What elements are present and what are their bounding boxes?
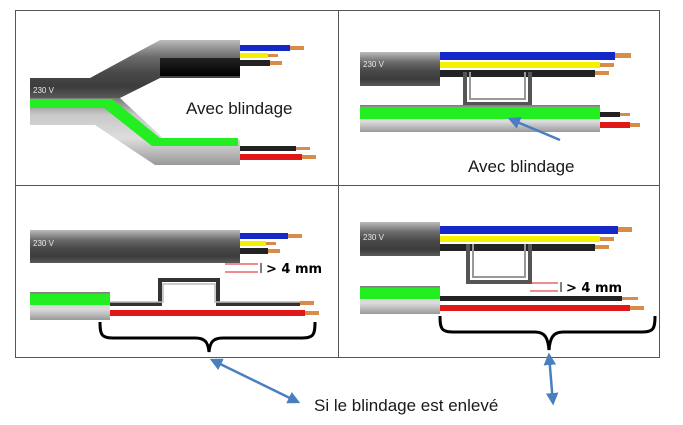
- gap-label: > 4 mm: [566, 281, 622, 296]
- gap-label: > 4 mm: [266, 262, 322, 277]
- voltage-label: 230 V: [363, 233, 385, 242]
- with-shield-label: Avec blindage: [468, 157, 575, 176]
- panel-grid: [15, 10, 660, 358]
- voltage-label: 230 V: [33, 239, 55, 248]
- voltage-label: 230 V: [33, 86, 55, 95]
- voltage-label: 230 V: [363, 60, 385, 69]
- panel-top-left: 230 V Avec blindage: [30, 40, 316, 165]
- shield-removed-callout: Si le blindage est enlevé: [209, 352, 559, 415]
- with-shield-label: Avec blindage: [186, 99, 293, 118]
- shield-removed-label: Si le blindage est enlevé: [314, 396, 498, 415]
- panel-bottom-right: > 4 mm 230 V: [360, 222, 657, 351]
- panel-bottom-left: > 4 mm 230 V: [30, 230, 322, 353]
- panel-top-right: 230 V Avec blindage: [360, 52, 640, 176]
